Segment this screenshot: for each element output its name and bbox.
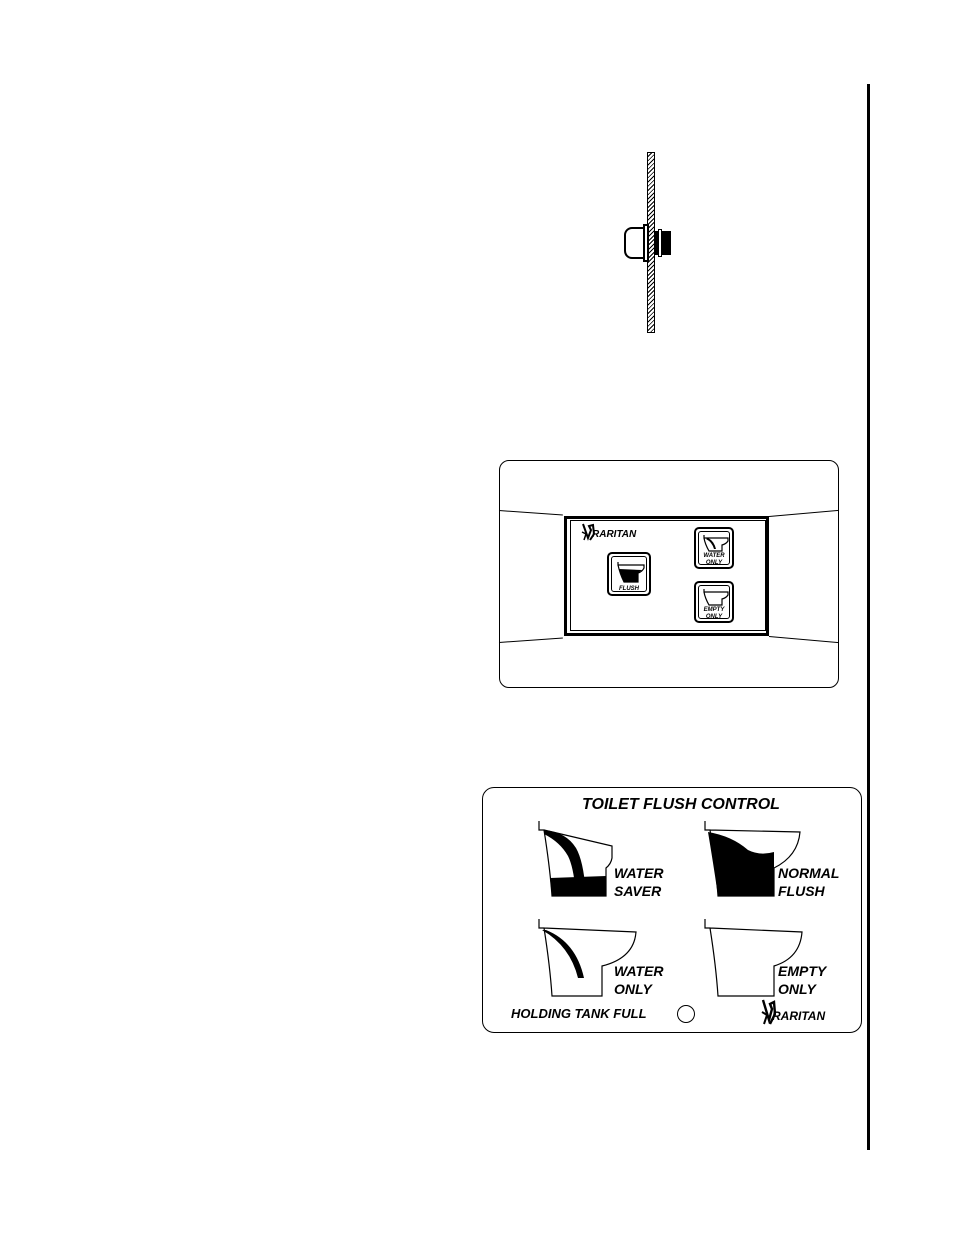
flush-bowl-icon: [617, 562, 645, 583]
empty-only-icon: [704, 919, 803, 997]
holding-tank-full-label: HOLDING TANK FULL: [511, 1006, 647, 1021]
water-only-label-1: WATER: [703, 553, 725, 559]
empty-only-line2: ONLY: [778, 981, 816, 997]
flush-label: FLUSH: [619, 586, 639, 592]
water-only-line2: ONLY: [614, 981, 652, 997]
switch-plate: [564, 516, 769, 636]
water-saver-line1: WATER: [614, 865, 664, 881]
empty-only-label-1: EMPTY: [703, 607, 725, 613]
switch-plate-inner: [570, 520, 766, 631]
empty-only-button[interactable]: EMPTY ONLY: [694, 581, 734, 623]
water-only-bowl-icon: [703, 535, 729, 552]
water-saver-label: WATER SAVER: [614, 864, 704, 900]
water-only-line1: WATER: [614, 963, 664, 979]
margin-rule: [867, 84, 870, 1150]
empty-only-line1: EMPTY: [778, 963, 827, 979]
panel-bezel: [499, 460, 839, 688]
label-brand: RARITAN: [772, 1009, 826, 1023]
water-only-button[interactable]: WATER ONLY: [694, 527, 734, 569]
normal-flush-label: NORMAL FLUSH: [778, 864, 868, 900]
label-title: TOILET FLUSH CONTROL: [582, 796, 780, 813]
water-only-label: WATER ONLY: [614, 962, 704, 998]
water-saver-icon: [538, 821, 613, 897]
water-only-label-2: ONLY: [705, 560, 723, 566]
empty-only-label: EMPTY ONLY: [778, 962, 868, 998]
normal-flush-line1: NORMAL: [778, 865, 840, 881]
water-only-icon: [538, 919, 637, 997]
raritan-logo-large-icon: [761, 999, 776, 1025]
thread-ring: [658, 229, 662, 257]
button-collar: [643, 224, 649, 262]
flush-button[interactable]: FLUSH: [607, 552, 651, 596]
raritan-logo-icon: [581, 523, 596, 541]
water-saver-line2: SAVER: [614, 883, 662, 899]
normal-flush-icon: [704, 821, 801, 897]
empty-only-bowl-icon: [703, 589, 729, 606]
normal-flush-line2: FLUSH: [778, 883, 825, 899]
label-card: [482, 787, 862, 1033]
switch-panel-brand: RARITAN: [592, 529, 637, 540]
holding-tank-indicator-light: [677, 1005, 695, 1023]
empty-only-label-2: ONLY: [705, 614, 723, 620]
